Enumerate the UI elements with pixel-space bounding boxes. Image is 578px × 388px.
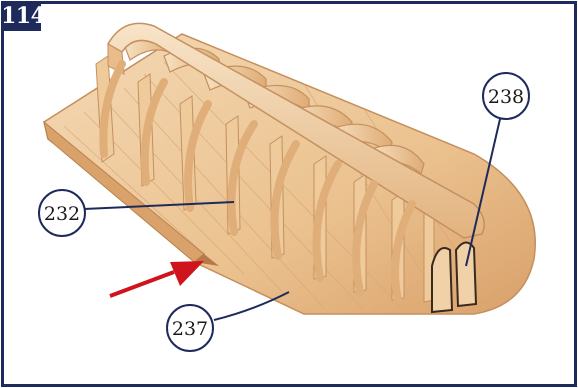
callout-238-label: 238 <box>488 86 524 108</box>
callout-232: 232 <box>39 190 85 236</box>
ship-hull-illustration: 232 237 238 <box>4 4 574 384</box>
callout-237-label: 237 <box>172 318 208 340</box>
callout-232-label: 232 <box>44 203 80 225</box>
callout-238: 238 <box>483 73 529 119</box>
red-arrow-icon <box>110 261 204 296</box>
callout-237: 237 <box>167 305 213 351</box>
